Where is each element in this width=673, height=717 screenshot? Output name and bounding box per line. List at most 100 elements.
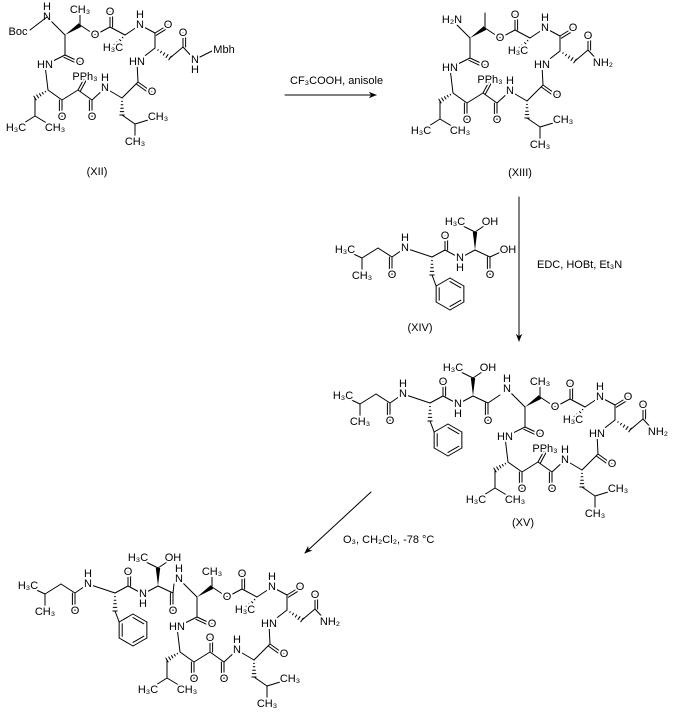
atom-label: H (503, 373, 511, 385)
atom-label: O (566, 378, 575, 390)
atom-label: O (58, 111, 67, 123)
atom-label: H₃C (508, 45, 528, 57)
bond (629, 418, 644, 431)
bond (551, 459, 566, 473)
hashed-bond (622, 424, 626, 428)
atom-label: OH (165, 552, 182, 564)
bond (431, 274, 437, 287)
wedge-bond (525, 395, 542, 407)
atom-label: CH₃ (70, 4, 90, 16)
hashed-bond (297, 616, 301, 620)
hashed-bond (620, 422, 622, 426)
bond (91, 87, 106, 101)
bond (46, 16, 66, 36)
arrow-step3: O₃, CH₂Cl₂, -78 °C (304, 491, 434, 554)
atom-label: H₃C (335, 244, 355, 256)
atom-label: O (536, 428, 545, 440)
bond (469, 57, 486, 66)
atom-label: O (551, 401, 560, 413)
bond (449, 281, 462, 289)
bond (15, 115, 36, 129)
bond (482, 79, 491, 94)
hashed-bond (36, 94, 40, 99)
bond (44, 54, 66, 66)
hashed-bond (119, 39, 122, 42)
bond (499, 29, 516, 39)
atom-label: NH₂ (593, 57, 613, 69)
bond (449, 67, 454, 94)
atom-label: CH₃ (177, 684, 197, 696)
atom-label: O (386, 415, 395, 427)
benzene-ring (433, 423, 463, 457)
bond (433, 447, 449, 457)
atom-label: O (496, 32, 505, 44)
bond (507, 461, 523, 473)
reagent-step1: CF₃COOH, anisole (290, 75, 383, 87)
atom-label: H₃C (235, 604, 255, 616)
atom-label: O (148, 86, 157, 98)
bond (435, 301, 451, 311)
hashed-bond (251, 601, 254, 604)
bond (402, 393, 431, 404)
atom-label: H (268, 571, 276, 583)
atom-label: O (206, 632, 215, 644)
bond (375, 393, 391, 404)
bond (27, 585, 46, 595)
bond (44, 64, 49, 91)
atom-label: O (179, 27, 188, 39)
bond (472, 395, 489, 404)
hashed-bond (253, 598, 256, 601)
bond (87, 583, 116, 594)
bond (176, 616, 198, 628)
bond (132, 635, 145, 643)
atom-label: N (268, 581, 276, 593)
atom-label: H₂N (442, 14, 462, 26)
bond (597, 453, 613, 465)
bond (132, 613, 148, 623)
atom-label: O (624, 391, 633, 403)
double-bond (135, 83, 151, 95)
bond (599, 396, 616, 406)
atom-label: H (139, 598, 147, 610)
bond (442, 395, 459, 405)
atom-label: O (639, 399, 648, 411)
atom-label: CH₃ (280, 673, 300, 685)
bond (211, 586, 228, 598)
atom-label: O (208, 618, 217, 630)
bond (569, 398, 586, 408)
bond (433, 423, 449, 433)
atom-label: O (91, 29, 100, 41)
bond (104, 87, 123, 99)
bond (537, 448, 546, 463)
hashed-bond (441, 97, 445, 102)
bond (452, 367, 474, 379)
hashed-bond (499, 465, 502, 469)
bond (314, 608, 328, 623)
compound-label-xiii: (XIII) (508, 167, 532, 179)
atom-label: H (541, 12, 549, 24)
bond (587, 49, 601, 64)
atom-label: N (401, 242, 409, 254)
atom-label: CH₃ (450, 125, 470, 137)
atom-label: N (139, 588, 147, 600)
bond (64, 54, 81, 63)
bond (389, 393, 404, 404)
bond (429, 420, 435, 433)
atom-label: N (233, 644, 241, 656)
atom-label: H₃C (466, 494, 486, 506)
bond (420, 118, 441, 132)
hashed-bond (576, 413, 580, 417)
atom-label: O (296, 581, 305, 593)
hashed-bond (518, 46, 523, 51)
hashed-bond (41, 91, 44, 95)
atom-label: HN (169, 621, 185, 633)
atom-label: CH₃ (608, 483, 628, 495)
atom-label: H₃C (138, 684, 158, 696)
benzene-ring (118, 613, 148, 647)
bond (447, 423, 463, 433)
hashed-bond (171, 655, 174, 659)
atom-label: O (164, 19, 173, 31)
hashed-bond (292, 612, 294, 616)
bond (581, 453, 599, 471)
